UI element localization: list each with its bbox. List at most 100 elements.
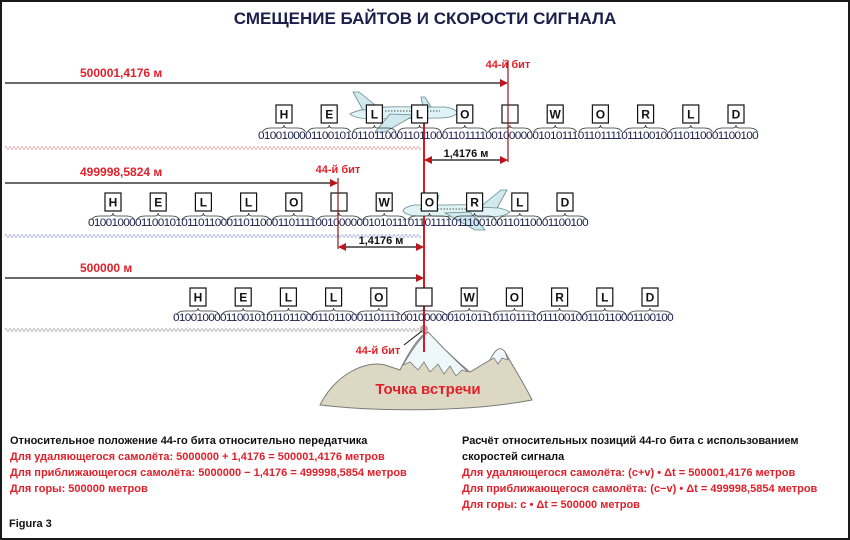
mountain-icon [319, 325, 533, 411]
byte-box [234, 287, 252, 307]
byte-letter: H [280, 108, 289, 122]
byte-brace [362, 212, 407, 221]
byte-box [511, 192, 529, 212]
byte-brace [442, 124, 487, 133]
byte-box [556, 192, 574, 212]
byte-letter: L [516, 196, 523, 210]
byte-brace [266, 307, 311, 316]
byte-box [285, 192, 303, 212]
notes-left-heading: Относительное положение 44-го бита относ… [10, 435, 368, 447]
byte-box [194, 192, 212, 212]
byte-brace [352, 124, 397, 133]
byte-letter: E [325, 108, 333, 122]
byte-brace [537, 307, 582, 316]
byte-box [189, 287, 207, 307]
byte-brace [271, 212, 316, 221]
offset-label: 1,4176 м [359, 235, 404, 247]
byte-letter: D [646, 291, 655, 305]
distance-label: 500000 м [80, 261, 132, 275]
binary-stream: 0100100001100101011011000110110001101111… [173, 312, 673, 324]
diagram-title: СМЕЩЕНИЕ БАЙТОВ И СКОРОСТИ СИГНАЛА [234, 9, 616, 28]
notes-left-line: Для горы: 500000 метров [10, 483, 148, 495]
byte-brace [623, 124, 668, 133]
meeting-point-label: Точка встречи [375, 381, 480, 398]
byte-brace [497, 212, 542, 221]
byte-brace [311, 307, 356, 316]
byte-box [370, 287, 388, 307]
byte-box [149, 192, 167, 212]
byte-box [460, 287, 478, 307]
mountain-bit-label: 44-й бит [356, 345, 401, 357]
notes-right-line: Для удаляющегося самолёта: (c+v) • Δt = … [462, 467, 796, 479]
byte-box [636, 104, 655, 124]
byte-letter: L [330, 291, 337, 305]
byte-brace [262, 124, 306, 133]
byte-letter: L [245, 196, 252, 210]
figure-caption: Figura 3 [9, 518, 52, 530]
byte-box [682, 104, 700, 124]
byte-letter: E [154, 196, 162, 210]
byte-brace [181, 212, 226, 221]
byte-box [375, 192, 393, 212]
byte-box [365, 104, 383, 124]
byte-brace [533, 124, 578, 133]
byte-brace [543, 212, 587, 221]
byte-box [641, 287, 659, 307]
byte-letter: L [687, 108, 694, 122]
byte-box [325, 287, 343, 307]
byte-box [546, 104, 564, 124]
byte-brace [582, 307, 627, 316]
row-approaching-plane: 499998,5824 мHELLOWORLD01001000011001010… [5, 164, 589, 251]
byte-box [420, 192, 438, 212]
byte-brace [407, 212, 452, 221]
byte-letter: O [289, 196, 298, 210]
byte-brace [397, 124, 442, 133]
byte-letter: R [555, 291, 564, 305]
byte-letter: H [194, 291, 203, 305]
byte-box [411, 104, 429, 124]
signal-wave-receding [4, 146, 422, 150]
notes-right-line: Для горы: c • Δt = 500000 метров [462, 499, 640, 511]
byte-brace [447, 307, 492, 316]
byte-letter: O [460, 108, 469, 122]
signal-wave-mountain [4, 328, 422, 332]
byte-box [330, 192, 348, 212]
byte-brace [402, 307, 446, 316]
byte-letter: O [510, 291, 519, 305]
byte-box [505, 287, 523, 307]
byte-brace [714, 124, 758, 133]
byte-letter: D [732, 108, 741, 122]
byte-box [550, 287, 569, 307]
byte-letter: L [371, 108, 378, 122]
distance-label: 500001,4176 м [80, 66, 162, 80]
byte-letter: L [285, 291, 292, 305]
byte-box [240, 192, 258, 212]
notes-left-line: Для удаляющегося самолёта: 5000000 + 1,4… [10, 451, 385, 463]
byte-brace [136, 212, 181, 221]
byte-letter: L [601, 291, 608, 305]
notes-signal-speed-calc: Расчёт относительных позиций 44-го бита … [462, 433, 842, 513]
byte-brace [356, 307, 401, 316]
notes-right-line: Для приближающегося самолёта: (c−v) • Δt… [462, 483, 818, 495]
byte-letter: L [416, 108, 423, 122]
byte-brace [488, 124, 532, 133]
notes-relative-position: Относительное положение 44-го бита относ… [10, 433, 450, 497]
signal-wave-approaching [4, 234, 422, 238]
notes-left-line: Для приближающегося самолёта: 5000000 − … [10, 467, 407, 479]
byte-brace [628, 307, 672, 316]
byte-brace [668, 124, 713, 133]
byte-box [275, 104, 293, 124]
notes-right-heading: Расчёт относительных позиций 44-го бита … [462, 435, 799, 463]
byte-letter: O [425, 196, 434, 210]
byte-letter: L [200, 196, 207, 210]
bit-44-label: 44-й бит [316, 164, 361, 176]
bit-pointer-line [403, 330, 423, 346]
byte-brace [307, 124, 352, 133]
diagram-canvas: СМЕЩЕНИЕ БАЙТОВ И СКОРОСТИ СИГНАЛА 50000… [4, 9, 759, 411]
byte-letter: R [641, 108, 650, 122]
byte-brace [226, 212, 271, 221]
byte-box [415, 287, 433, 307]
byte-box [596, 287, 614, 307]
